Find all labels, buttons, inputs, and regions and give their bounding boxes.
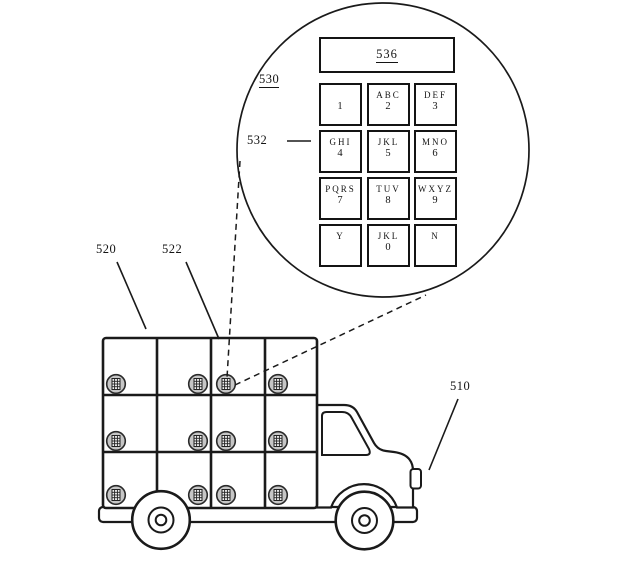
- keypad-key-no: N: [414, 224, 457, 267]
- key-letters: DEF: [423, 90, 447, 100]
- key-digit: 5: [385, 148, 392, 159]
- keypad-key-7: PQRS 7: [319, 177, 362, 220]
- ref-532-label: 532: [247, 133, 268, 147]
- key-letters: WXYZ: [418, 184, 453, 194]
- key-letters: ABC: [376, 90, 401, 100]
- locker-keypad-icon: [215, 430, 237, 452]
- keypad-key-6: MNO 6: [414, 130, 457, 173]
- key-digit: [321, 242, 360, 253]
- ref-530-text: 530: [259, 72, 280, 88]
- callout-pointer-line-left: [226, 160, 241, 379]
- locker-keypad-icon: [267, 373, 289, 395]
- key-digit: [416, 242, 455, 253]
- keypad-key-1: 1: [319, 83, 362, 126]
- keypad-key-2: ABC 2: [367, 83, 410, 126]
- headlight: [409, 468, 422, 490]
- key-letters: Y: [336, 231, 345, 241]
- cab-window: [321, 411, 371, 456]
- key-letters: GHI: [329, 137, 352, 147]
- locker-keypad-icon: [267, 484, 289, 506]
- keypad-key-yes: Y: [319, 224, 362, 267]
- front-wheel: [334, 490, 395, 551]
- key-digit: 0: [385, 242, 392, 253]
- key-digit: 4: [337, 148, 344, 159]
- ref-510-leader-line: [428, 398, 459, 471]
- key-letters: MNO: [421, 137, 449, 147]
- locker-keypad-icon: [105, 373, 127, 395]
- key-letters: [321, 90, 360, 100]
- key-digit: 3: [432, 101, 439, 112]
- locker-keypad-icon: [187, 484, 209, 506]
- key-digit: 7: [337, 195, 344, 206]
- key-letters: TUV: [376, 184, 401, 194]
- locker-keypad-icon: [187, 373, 209, 395]
- ref-520-leader-line: [116, 261, 147, 330]
- keypad-key-5: JKL 5: [367, 130, 410, 173]
- keypad-key-8: TUV 8: [367, 177, 410, 220]
- ref-522-leader-line: [185, 261, 220, 340]
- keypad-key-9: WXYZ 9: [414, 177, 457, 220]
- locker-keypad-icon: [267, 430, 289, 452]
- key-letters: JKL: [377, 137, 400, 147]
- key-letters: PQRS: [325, 184, 356, 194]
- key-digit: 1: [337, 101, 344, 112]
- locker-keypad-icon: [105, 484, 127, 506]
- key-digit: 6: [432, 148, 439, 159]
- keypad-key-4: GHI 4: [319, 130, 362, 173]
- ref-522-label: 522: [162, 242, 183, 256]
- locker-keypad-icon: [105, 430, 127, 452]
- rear-wheel: [130, 489, 192, 551]
- ref-510-label: 510: [450, 379, 471, 393]
- locker-keypad-icon: [187, 430, 209, 452]
- key-letters: JKL: [377, 231, 400, 241]
- keypad-key-0: JKL 0: [367, 224, 410, 267]
- key-letters: N: [431, 231, 440, 241]
- key-digit: 9: [432, 195, 439, 206]
- key-digit: 2: [385, 101, 392, 112]
- locker-grid: [101, 336, 319, 510]
- ref-520-label: 520: [96, 242, 117, 256]
- locker-keypad-icon: [215, 484, 237, 506]
- callout-pointer-line-right: [234, 294, 427, 386]
- ref-530-label: 530: [259, 72, 280, 88]
- key-digit: 8: [385, 195, 392, 206]
- display-ref-numeral: 536: [376, 47, 398, 64]
- keypad-key-3: DEF 3: [414, 83, 457, 126]
- locker-keypad-icon: [215, 373, 237, 395]
- keypad-display: 536: [319, 37, 455, 73]
